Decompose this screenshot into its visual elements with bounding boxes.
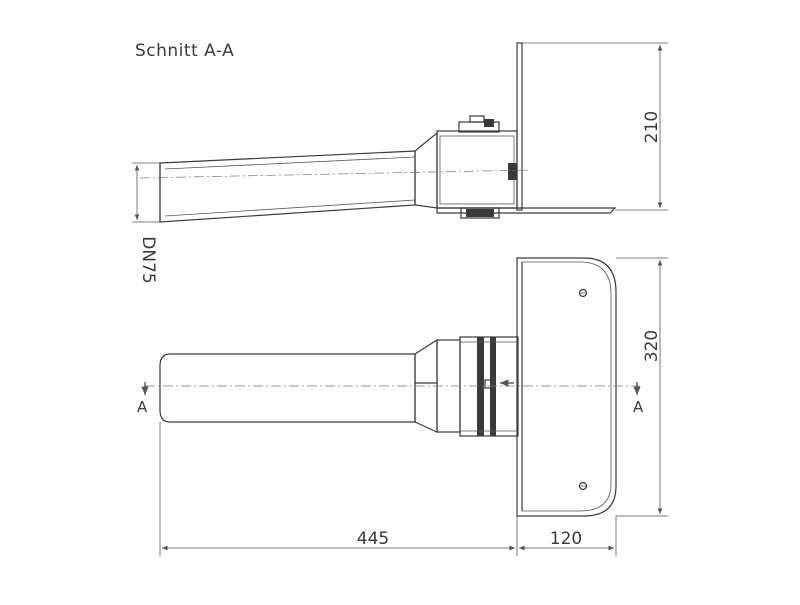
section-view: 210 DN75 [132,42,668,284]
dim-height-top: 210 [642,111,662,143]
flange-plate [516,257,617,517]
screw-hole-top [578,288,588,298]
screw-hole-bottom [578,481,588,491]
dim-diameter: DN75 [138,236,158,283]
plan-pipe [159,353,416,423]
dim-height-bottom: 320 [642,330,662,362]
section-centerline [139,169,531,179]
section-marker-left: A [137,398,148,416]
bottom-flange [436,207,617,214]
downpipe-body [159,150,416,223]
lower-clamp [460,207,500,219]
dim-length-pipe: 445 [357,529,389,549]
wall-plate [516,42,523,211]
vent-grille [508,163,517,180]
socket-body [436,130,518,209]
plan-clamp [459,336,519,437]
dim-length-flange: 120 [550,529,582,549]
section-marker-right: A [633,398,644,416]
reducer-cone [414,131,438,209]
plan-view: A A 320 445 120 [137,257,668,556]
section-title: Schnitt A-A [135,41,234,61]
